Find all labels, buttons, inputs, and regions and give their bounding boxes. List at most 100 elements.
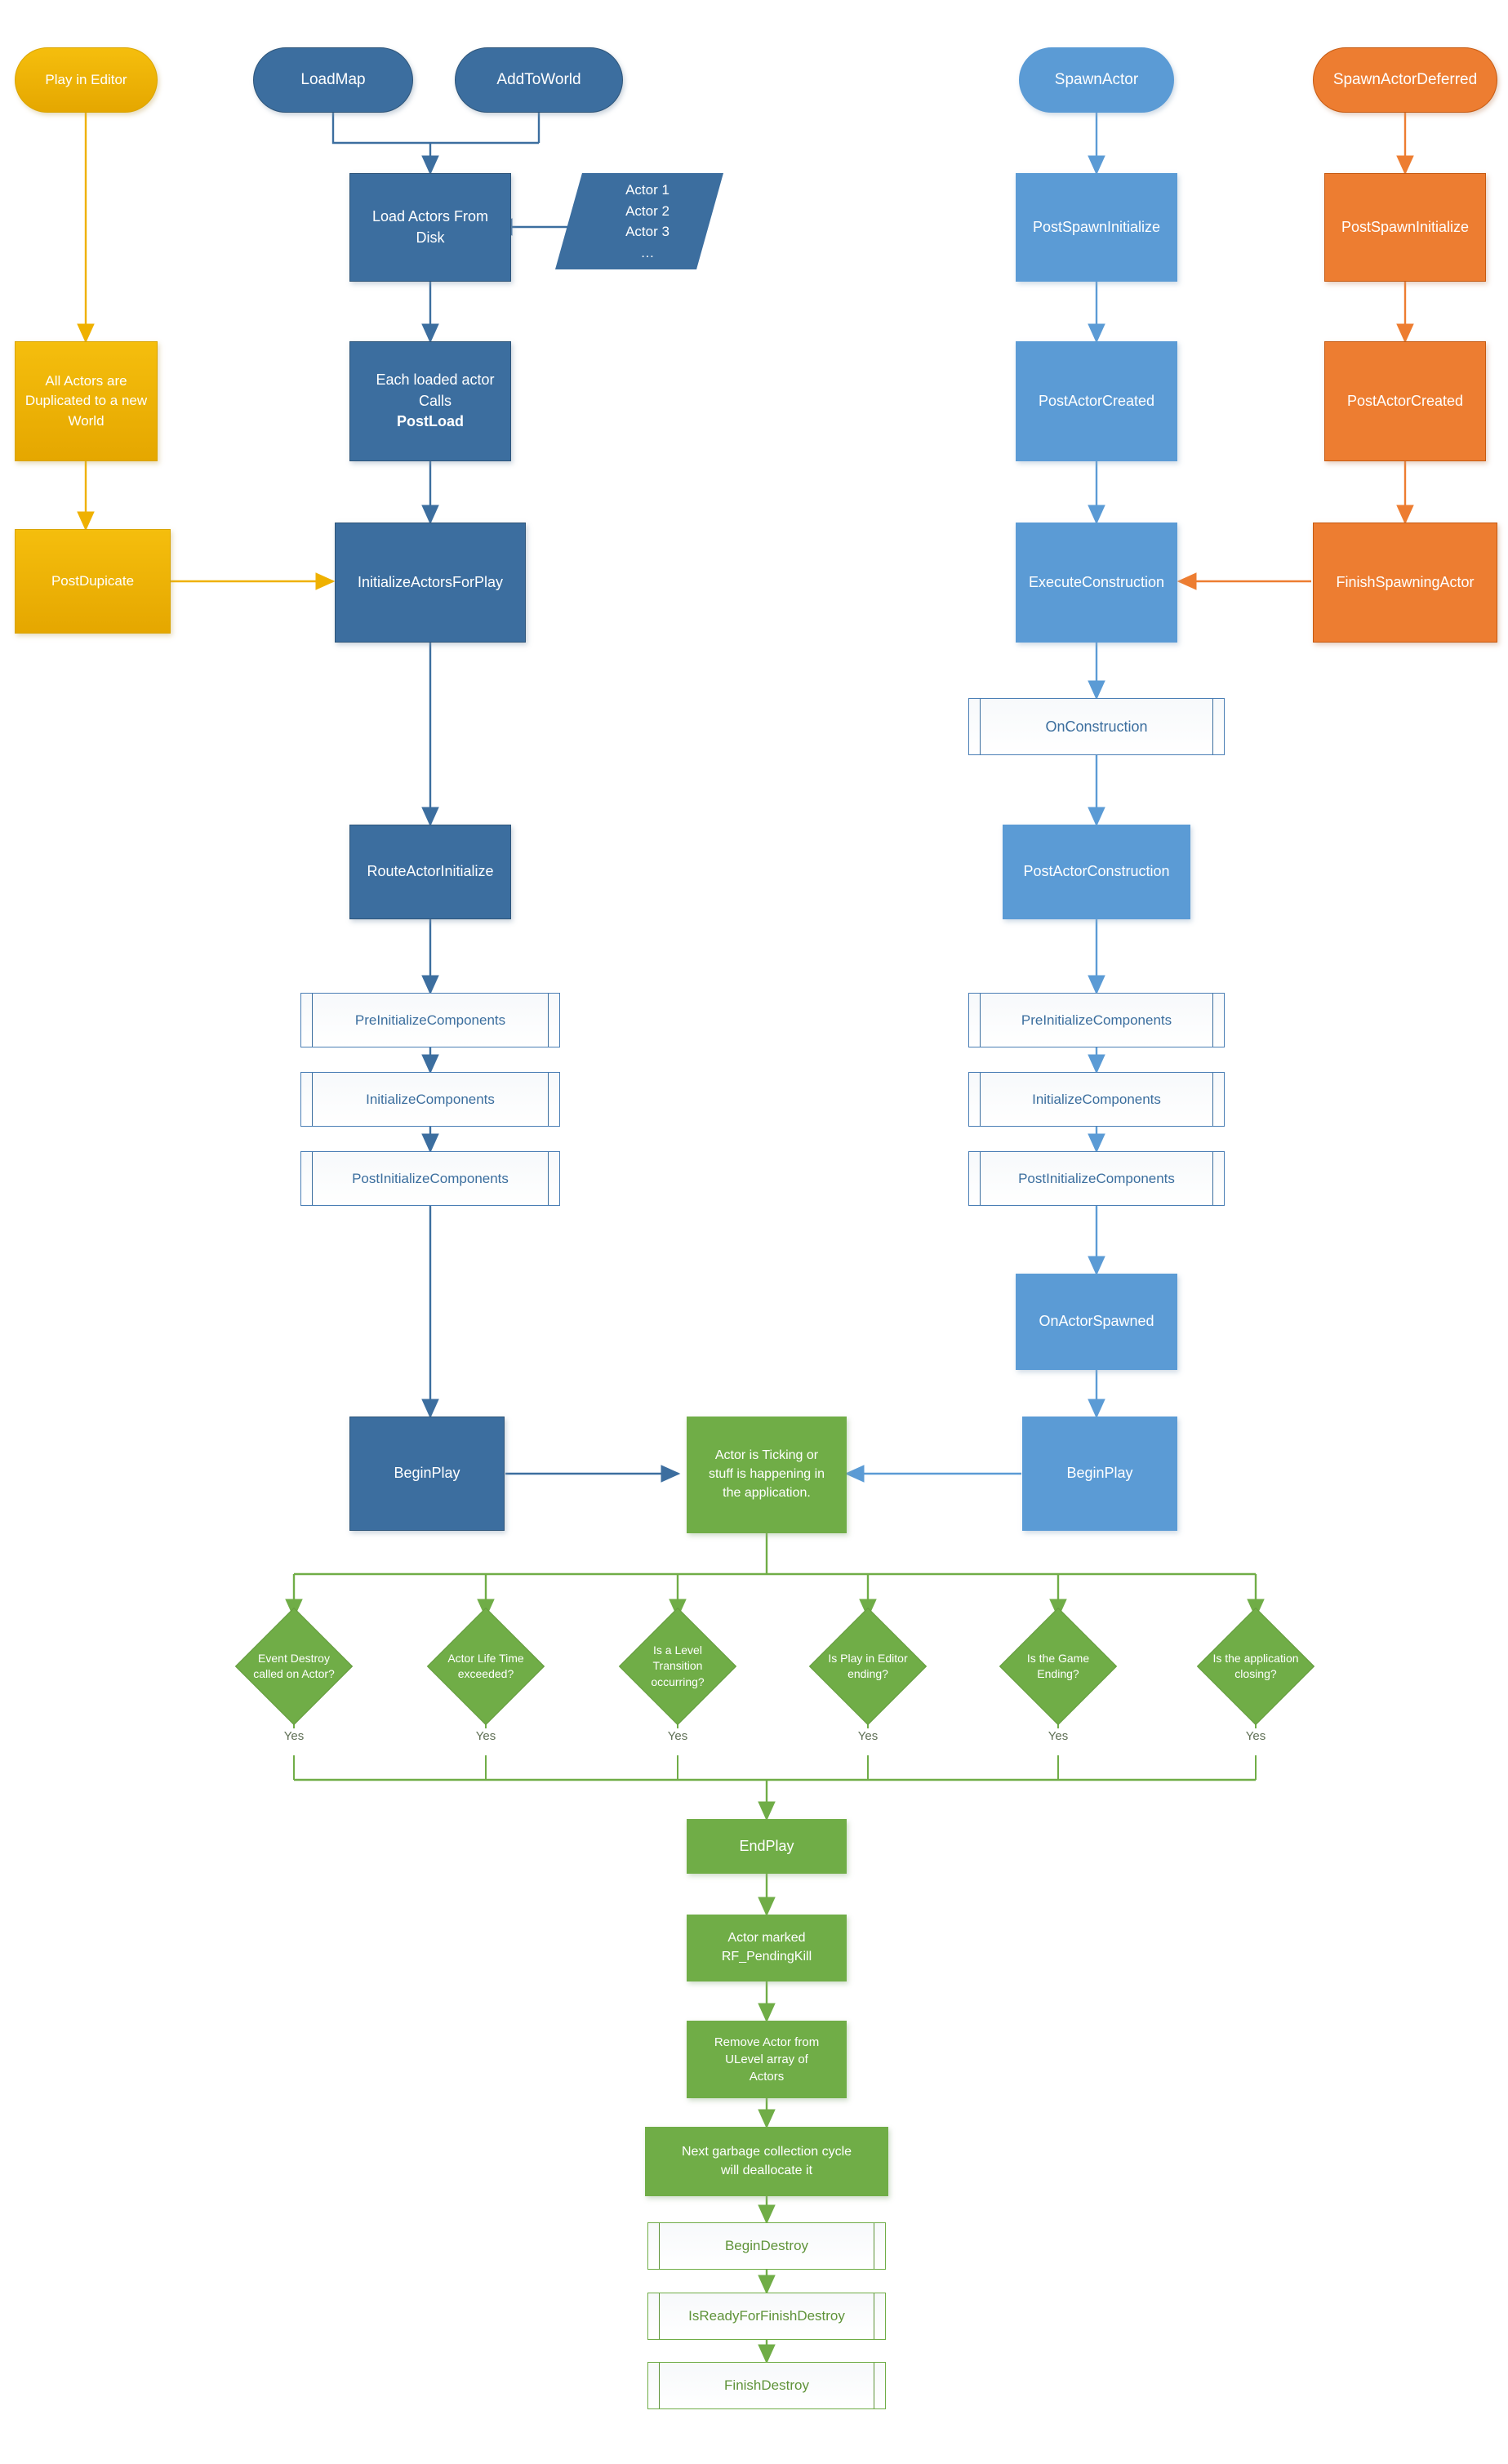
decision-actor-life-time[interactable]: Actor Life Time exceeded? <box>419 1607 553 1726</box>
node-each-loaded-actor[interactable]: Each loaded actor Calls PostLoad <box>349 341 511 461</box>
node-each-loaded-actor-bold: PostLoad <box>396 413 464 430</box>
decision-application-closing-yes: Yes <box>1215 1729 1297 1743</box>
node-initialize-actors-for-play-label: InitializeActorsForPlay <box>357 573 504 590</box>
node-add-to-world[interactable]: AddToWorld <box>455 47 623 113</box>
decision-event-destroy[interactable]: Event Destroy called on Actor? <box>227 1607 361 1726</box>
node-is-ready-for-finish-destroy[interactable]: IsReadyForFinishDestroy <box>647 2293 886 2340</box>
node-remove-actor-from-ulevel[interactable]: Remove Actor from ULevel array of Actors <box>687 2021 847 2098</box>
node-spawn-actor-label: SpawnActor <box>1054 70 1139 88</box>
node-load-map-label: LoadMap <box>300 70 366 88</box>
node-actor-marked-pendingkill[interactable]: Actor marked RF_PendingKill <box>687 1915 847 1981</box>
node-spawn-actor[interactable]: SpawnActor <box>1019 47 1174 113</box>
node-left-post-initialize-components[interactable]: PostInitializeComponents <box>300 1151 560 1206</box>
process-bar-left <box>312 1152 313 1205</box>
yes-label: Yes <box>667 1729 688 1743</box>
node-right-post-initialize-components[interactable]: PostInitializeComponents <box>968 1151 1225 1206</box>
node-left-post-initialize-components-label: PostInitializeComponents <box>352 1170 509 1186</box>
node-execute-construction[interactable]: ExecuteConstruction <box>1016 523 1177 643</box>
node-deferred-post-spawn-initialize-label: PostSpawnInitialize <box>1341 218 1470 235</box>
node-finish-spawning-actor-label: FinishSpawningActor <box>1336 573 1475 590</box>
node-actor-is-ticking[interactable]: Actor is Ticking or stuff is happening i… <box>687 1417 847 1533</box>
node-load-map[interactable]: LoadMap <box>253 47 413 113</box>
node-is-ready-for-finish-destroy-label: IsReadyForFinishDestroy <box>688 2308 845 2324</box>
node-begin-destroy[interactable]: BeginDestroy <box>647 2222 886 2270</box>
node-left-pre-initialize-components[interactable]: PreInitializeComponents <box>300 993 560 1047</box>
node-begin-destroy-label: BeginDestroy <box>724 2238 809 2253</box>
node-right-initialize-components[interactable]: InitializeComponents <box>968 1072 1225 1127</box>
node-play-in-editor-label: Play in Editor <box>45 71 127 87</box>
process-bar-left <box>312 1073 313 1126</box>
node-right-pre-initialize-components[interactable]: PreInitializeComponents <box>968 993 1225 1047</box>
node-deferred-post-actor-created[interactable]: PostActorCreated <box>1324 341 1486 461</box>
decision-level-transition[interactable]: Is a Level Transition occurring? <box>611 1607 745 1726</box>
node-all-actors-duplicated-label: All Actors are Duplicated to a new World <box>24 373 148 429</box>
decision-actor-life-time-label: Actor Life Time exceeded? <box>447 1651 524 1680</box>
decision-actor-life-time-yes: Yes <box>445 1729 527 1743</box>
yes-label: Yes <box>283 1729 305 1743</box>
node-load-actors-from-disk[interactable]: Load Actors From Disk <box>349 173 511 282</box>
parallelogram-shape <box>555 173 723 269</box>
node-each-loaded-actor-text: Each loaded actor Calls <box>376 371 495 409</box>
yes-label: Yes <box>857 1729 879 1743</box>
node-spawn-post-spawn-initialize-label: PostSpawnInitialize <box>1032 218 1161 235</box>
decision-level-transition-label: Is a Level Transition occurring? <box>651 1643 705 1688</box>
node-deferred-post-spawn-initialize[interactable]: PostSpawnInitialize <box>1324 173 1486 282</box>
node-right-begin-play[interactable]: BeginPlay <box>1022 1417 1177 1531</box>
node-next-garbage-collection[interactable]: Next garbage collection cycle will deall… <box>645 2127 888 2196</box>
node-all-actors-duplicated[interactable]: All Actors are Duplicated to a new World <box>15 341 158 461</box>
process-bar-right <box>548 1073 549 1126</box>
yes-label: Yes <box>1048 1729 1069 1743</box>
process-bar-left <box>312 994 313 1047</box>
decision-application-closing-label: Is the application closing? <box>1212 1651 1299 1680</box>
yes-label: Yes <box>475 1729 496 1743</box>
node-remove-actor-from-ulevel-label: Remove Actor from ULevel array of Actors <box>714 2035 820 2084</box>
node-finish-destroy-label: FinishDestroy <box>724 2377 809 2393</box>
node-finish-destroy[interactable]: FinishDestroy <box>647 2362 886 2409</box>
process-bar-right <box>1212 994 1213 1047</box>
yes-label: Yes <box>1245 1729 1266 1743</box>
process-bar-right <box>1212 1152 1213 1205</box>
node-play-in-editor[interactable]: Play in Editor <box>15 47 158 113</box>
node-next-garbage-collection-label: Next garbage collection cycle will deall… <box>681 2144 852 2177</box>
process-bar-right <box>1212 1073 1213 1126</box>
process-bar-left <box>659 2293 660 2339</box>
node-finish-spawning-actor[interactable]: FinishSpawningActor <box>1313 523 1497 643</box>
node-actor-list-label: Actor 1 Actor 2 Actor 3 … <box>625 182 669 260</box>
decision-game-ending-yes: Yes <box>1017 1729 1099 1743</box>
process-bar-left <box>980 1152 981 1205</box>
node-load-actors-from-disk-label: Load Actors From Disk <box>371 207 489 246</box>
node-spawn-post-spawn-initialize[interactable]: PostSpawnInitialize <box>1016 173 1177 282</box>
node-left-begin-play[interactable]: BeginPlay <box>349 1417 505 1531</box>
decision-event-destroy-label: Event Destroy called on Actor? <box>253 1651 335 1680</box>
node-on-construction[interactable]: OnConstruction <box>968 698 1225 755</box>
node-left-initialize-components-label: InitializeComponents <box>366 1091 495 1107</box>
decision-application-closing[interactable]: Is the application closing? <box>1189 1607 1323 1726</box>
node-on-actor-spawned-label: OnActorSpawned <box>1039 1313 1154 1330</box>
node-post-actor-construction-label: PostActorConstruction <box>1023 863 1170 880</box>
node-initialize-actors-for-play[interactable]: InitializeActorsForPlay <box>335 523 526 643</box>
node-post-duplicate[interactable]: PostDupicate <box>15 529 171 634</box>
decision-game-ending[interactable]: Is the Game Ending? <box>991 1607 1125 1726</box>
process-bar-right <box>1212 699 1213 754</box>
node-left-initialize-components[interactable]: InitializeComponents <box>300 1072 560 1127</box>
node-spawn-post-actor-created[interactable]: PostActorCreated <box>1016 341 1177 461</box>
node-actor-list[interactable]: Actor 1 Actor 2 Actor 3 … <box>555 173 723 269</box>
decision-game-ending-label: Is the Game Ending? <box>1026 1651 1090 1680</box>
node-on-construction-label: OnConstruction <box>1045 718 1148 735</box>
node-left-pre-initialize-components-label: PreInitializeComponents <box>354 1012 506 1028</box>
decision-level-transition-yes: Yes <box>637 1729 718 1743</box>
decision-play-in-editor-ending[interactable]: Is Play in Editor ending? <box>801 1607 935 1726</box>
node-end-play[interactable]: EndPlay <box>687 1819 847 1874</box>
node-spawn-actor-deferred[interactable]: SpawnActorDeferred <box>1313 47 1497 113</box>
node-route-actor-initialize[interactable]: RouteActorInitialize <box>349 825 511 919</box>
process-bar-right <box>548 994 549 1047</box>
node-post-actor-construction[interactable]: PostActorConstruction <box>1003 825 1190 919</box>
node-deferred-post-actor-created-label: PostActorCreated <box>1346 392 1464 409</box>
process-bar-left <box>659 2363 660 2408</box>
node-on-actor-spawned[interactable]: OnActorSpawned <box>1016 1274 1177 1370</box>
node-right-post-initialize-components-label: PostInitializeComponents <box>1018 1170 1175 1186</box>
decision-play-in-editor-ending-label: Is Play in Editor ending? <box>828 1651 908 1680</box>
node-each-loaded-actor-label: Each loaded actor Calls PostLoad <box>350 370 510 433</box>
node-actor-marked-pendingkill-label: Actor marked RF_PendingKill <box>721 1931 812 1964</box>
